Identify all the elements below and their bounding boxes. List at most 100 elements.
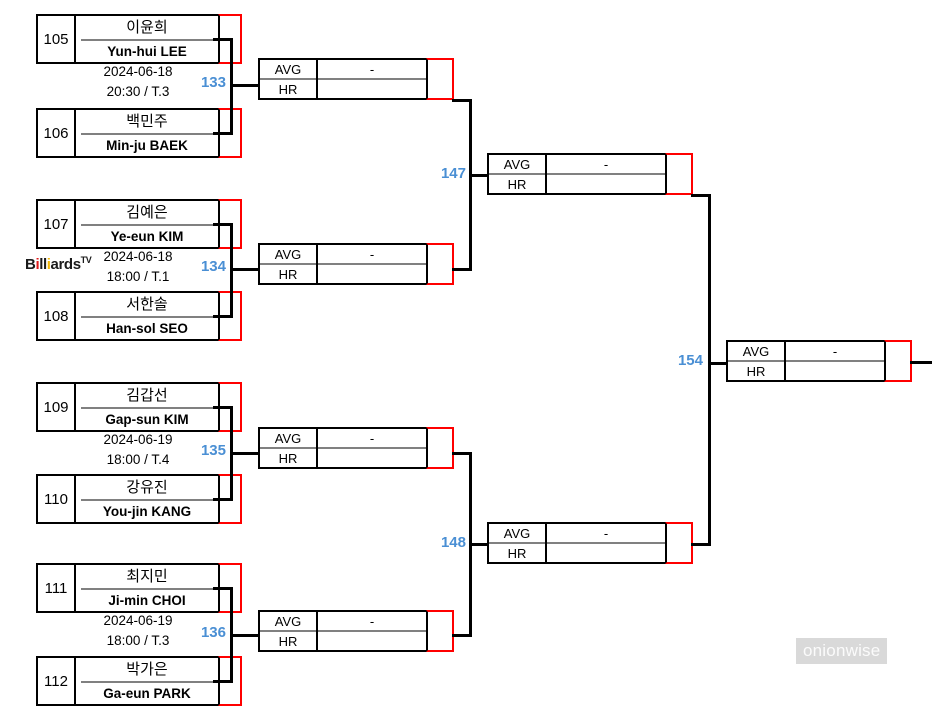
match-number[interactable]: 135 xyxy=(200,442,226,459)
player-name-en: Min-ju BAEK xyxy=(106,137,188,153)
stat-value-avg: - xyxy=(547,155,665,175)
player-seed: 108 xyxy=(38,293,76,339)
match-score-cell[interactable] xyxy=(426,243,454,285)
bracket-connector xyxy=(213,587,233,590)
stat-label-hr: HR xyxy=(507,176,527,192)
player-seed: 112 xyxy=(38,658,76,704)
player-box[interactable]: 106 백민주 Min-ju BAEK xyxy=(36,108,242,158)
player-name-en: Ye-eun KIM xyxy=(110,228,184,244)
bracket-connector xyxy=(691,543,711,546)
match-info: 2024-06-18 20:30 / T.3 xyxy=(43,62,233,102)
stat-value-hr xyxy=(318,449,426,467)
match-score-cell[interactable] xyxy=(426,610,454,652)
player-box[interactable]: 105 이윤희 Yun-hui LEE xyxy=(36,14,242,64)
logo-text: B xyxy=(25,256,36,273)
name-divider xyxy=(81,680,213,683)
logo-dot-red: i xyxy=(35,256,40,273)
player-name-ko: 김갑선 xyxy=(126,387,168,405)
stat-value-hr xyxy=(547,544,665,562)
player-box[interactable]: 111 최지민 Ji-min CHOI xyxy=(36,563,242,613)
match-number[interactable]: 134 xyxy=(200,258,226,275)
match-result-box[interactable]: AVG HR - xyxy=(258,427,454,469)
billiards-tv-logo: BilliardsTV xyxy=(25,255,92,273)
player-name-ko: 최지민 xyxy=(126,568,168,586)
player-box[interactable]: 108 서한솔 Han-sol SEO xyxy=(36,291,242,341)
bracket-connector xyxy=(230,84,258,87)
match-result-box[interactable]: AVG HR - xyxy=(258,243,454,285)
stat-labels: AVG HR xyxy=(728,342,786,380)
bracket-connector xyxy=(691,194,711,197)
player-name-en: Gap-sun KIM xyxy=(105,411,189,427)
player-names: 김예은 Ye-eun KIM xyxy=(76,201,218,247)
player-name-en: Han-sol SEO xyxy=(106,320,188,336)
match-score-cell[interactable] xyxy=(665,153,693,195)
stat-labels: AVG HR xyxy=(489,155,547,193)
stat-value-avg: - xyxy=(318,429,426,449)
match-date: 2024-06-19 xyxy=(103,432,173,447)
stat-value-avg: - xyxy=(318,60,426,80)
player-name-en: Ji-min CHOI xyxy=(108,592,186,608)
match-number[interactable]: 133 xyxy=(200,74,226,91)
match-score-cell[interactable] xyxy=(426,427,454,469)
player-box[interactable]: 107 김예은 Ye-eun KIM xyxy=(36,199,242,249)
match-number[interactable]: 136 xyxy=(200,624,226,641)
bracket-connector xyxy=(213,223,233,226)
player-name-en: You-jin KANG xyxy=(102,503,192,519)
player-box[interactable]: 110 강유진 You-jin KANG xyxy=(36,474,242,524)
player-seed: 109 xyxy=(38,384,76,430)
stat-values: - xyxy=(318,612,426,650)
match-time-table: 20:30 / T.3 xyxy=(106,84,170,99)
player-seed: 110 xyxy=(38,476,76,522)
match-result-box[interactable]: AVG HR - xyxy=(258,610,454,652)
match-result-box[interactable]: AVG HR - xyxy=(487,522,693,564)
stat-value-hr xyxy=(318,265,426,283)
stat-value-hr xyxy=(786,362,884,380)
match-score-cell[interactable] xyxy=(665,522,693,564)
player-names: 이윤희 Yun-hui LEE xyxy=(76,16,218,62)
bracket-connector xyxy=(213,406,233,409)
name-divider xyxy=(81,587,213,590)
champion-score-cell[interactable] xyxy=(884,340,912,382)
player-names: 백민주 Min-ju BAEK xyxy=(76,110,218,156)
match-number[interactable]: 148 xyxy=(440,534,466,551)
bracket-connector xyxy=(230,452,258,455)
match-score-cell[interactable] xyxy=(426,58,454,100)
match-number[interactable]: 147 xyxy=(440,165,466,182)
player-name-ko: 이윤희 xyxy=(126,19,168,37)
player-name-en: Ga-eun PARK xyxy=(103,685,191,701)
stat-value-avg: - xyxy=(547,524,665,544)
name-divider xyxy=(81,132,213,135)
match-number[interactable]: 154 xyxy=(677,352,703,369)
stat-label-hr: HR xyxy=(278,81,298,97)
final-result-box[interactable]: AVG HR - xyxy=(726,340,912,382)
player-box[interactable]: 112 박가은 Ga-eun PARK xyxy=(36,656,242,706)
stat-values: - xyxy=(318,429,426,467)
bracket-connector xyxy=(213,38,233,41)
name-divider xyxy=(81,315,213,318)
player-seed: 105 xyxy=(38,16,76,62)
match-result-box[interactable]: AVG HR - xyxy=(258,58,454,100)
player-names: 서한솔 Han-sol SEO xyxy=(76,293,218,339)
stat-label-hr: HR xyxy=(278,266,298,282)
match-result-box[interactable]: AVG HR - xyxy=(487,153,693,195)
bracket-connector xyxy=(452,99,472,102)
player-names: 김갑선 Gap-sun KIM xyxy=(76,384,218,430)
stat-labels: AVG HR xyxy=(260,429,318,467)
stat-label-hr: HR xyxy=(278,633,298,649)
player-name-en: Yun-hui LEE xyxy=(107,43,187,59)
player-seed: 107 xyxy=(38,201,76,247)
stat-labels: AVG HR xyxy=(489,524,547,562)
champion-connector xyxy=(910,361,932,364)
stat-value-hr xyxy=(318,80,426,98)
bracket-connector xyxy=(469,543,487,546)
player-names: 최지민 Ji-min CHOI xyxy=(76,565,218,611)
player-name-ko: 김예은 xyxy=(126,204,168,222)
stat-values: - xyxy=(318,60,426,98)
stat-label-avg: AVG xyxy=(489,155,545,175)
player-box[interactable]: 109 김갑선 Gap-sun KIM xyxy=(36,382,242,432)
match-date: 2024-06-18 xyxy=(103,64,173,79)
watermark: onionwise xyxy=(796,638,888,664)
stat-values: - xyxy=(547,524,665,562)
stat-label-avg: AVG xyxy=(260,612,316,632)
